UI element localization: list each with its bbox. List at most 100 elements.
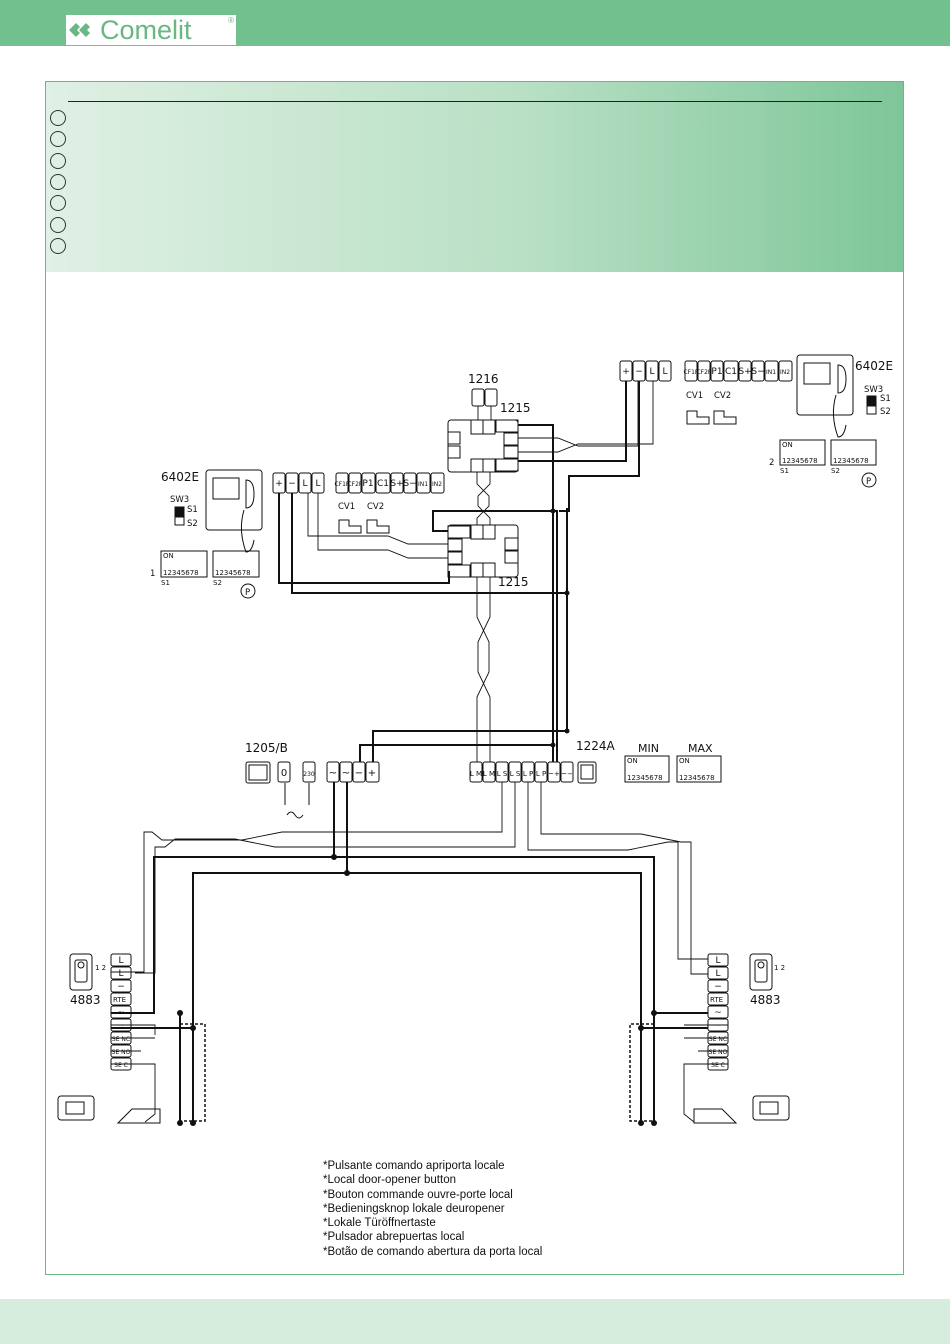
label-6402e-right: 6402E bbox=[855, 359, 893, 373]
terminal-label: SE C bbox=[114, 1062, 128, 1069]
terminal-label: L P bbox=[536, 770, 546, 778]
push-button-4883-right-icon bbox=[749, 953, 773, 991]
label-p-right: P bbox=[866, 477, 871, 487]
label-dip-index-2: 2 bbox=[769, 458, 774, 468]
dip-min bbox=[624, 755, 670, 783]
terminal-label: CF2P bbox=[696, 369, 711, 376]
label-sw3-left: SW3 bbox=[170, 495, 189, 505]
dip-switch-left-s2 bbox=[212, 550, 260, 578]
door-lock-right-icon bbox=[752, 1095, 790, 1121]
local-button-left-dashed bbox=[180, 1023, 206, 1122]
label-1216: 1216 bbox=[468, 372, 499, 386]
terminal-label: L bbox=[315, 479, 320, 489]
terminal-label: 0 bbox=[281, 768, 287, 779]
language-marker-3 bbox=[50, 153, 66, 169]
terminal-label: S− bbox=[751, 367, 764, 377]
monitor-right-terminal-strip bbox=[619, 360, 793, 382]
note-line: *Bouton commande ouvre-porte local bbox=[323, 1188, 513, 1201]
label-min: MIN bbox=[638, 742, 659, 755]
terminal-label: − bbox=[117, 982, 125, 992]
speaker-unit-left-icon bbox=[116, 1108, 161, 1124]
terminal-label: L bbox=[302, 479, 307, 489]
note-line: *Local door-opener button bbox=[323, 1174, 456, 1187]
label-s1-left: S1 bbox=[187, 505, 198, 515]
comelit-mark-icon bbox=[69, 23, 90, 37]
label-s2-left: S2 bbox=[187, 519, 198, 529]
label-dip-numbers-max: 12345678 bbox=[679, 774, 715, 782]
content-frame bbox=[45, 81, 904, 1275]
dip-switch-left-s1 bbox=[160, 550, 208, 578]
label-dip-numbers-left-s1: 12345678 bbox=[163, 569, 199, 577]
terminal-label: + bbox=[368, 768, 376, 779]
label-1215-middle: 1215 bbox=[498, 575, 529, 589]
label-dip-numbers-min: 12345678 bbox=[627, 774, 663, 782]
label-1205b: 1205/B bbox=[245, 741, 288, 755]
dip-max bbox=[676, 755, 722, 783]
note-line: *Pulsante comando apriporta locale bbox=[323, 1160, 505, 1172]
comelit-logo: Comelit ® bbox=[66, 15, 236, 45]
terminal-label: IN1 bbox=[418, 481, 428, 488]
terminal-label: S+ bbox=[738, 367, 751, 377]
label-cv2-right: CV2 bbox=[714, 391, 731, 401]
terminal-label: ~ bbox=[714, 1021, 722, 1031]
terminal-label: S+ bbox=[390, 479, 403, 489]
terminal-label: SE NO bbox=[709, 1049, 728, 1056]
sw3-switch-right bbox=[866, 395, 877, 415]
label-s2-right: S2 bbox=[880, 407, 891, 417]
terminal-label: L M bbox=[470, 770, 482, 778]
label-dip-numbers-left-s2: 12345678 bbox=[215, 569, 251, 577]
terminal-label: L bbox=[118, 969, 123, 979]
push-button-4883-left-icon bbox=[69, 953, 93, 991]
dip-switch-right-s2 bbox=[830, 439, 877, 466]
label-p-left: P bbox=[245, 588, 250, 598]
header-rule bbox=[68, 101, 882, 102]
terminal-label: ~ bbox=[117, 1008, 125, 1018]
label-cv1-right: CV1 bbox=[686, 391, 703, 401]
label-on-left-s1: ON bbox=[163, 552, 174, 560]
terminal-label: L S bbox=[497, 770, 508, 778]
terminal-label: L bbox=[649, 367, 654, 377]
brand-name: Comelit bbox=[100, 15, 192, 45]
label-s2-dip-right: S2 bbox=[831, 467, 840, 475]
p-button-right bbox=[861, 472, 877, 488]
label-4883-left: 4883 bbox=[70, 993, 101, 1007]
terminal-label: CF2P bbox=[347, 481, 362, 488]
language-marker-5 bbox=[50, 195, 66, 211]
label-dip-index-1: 1 bbox=[150, 569, 155, 579]
terminal-label: P1 bbox=[711, 367, 722, 377]
terminal-label: ~ bbox=[342, 768, 350, 779]
label-sw3-right: SW3 bbox=[864, 385, 883, 395]
thick-wiring bbox=[111, 381, 708, 1123]
terminal-label: L M bbox=[483, 770, 495, 778]
label-on-min: ON bbox=[627, 757, 638, 765]
terminal-label: + bbox=[622, 367, 630, 377]
terminal-label: IN1 bbox=[766, 369, 776, 376]
label-6402e-left: 6402E bbox=[161, 470, 199, 484]
registered-mark: ® bbox=[228, 16, 234, 25]
terminal-label: L bbox=[715, 956, 720, 966]
terminal-label: L bbox=[662, 367, 667, 377]
cv-contacts-right bbox=[686, 410, 737, 425]
terminal-label: SE NC bbox=[112, 1036, 130, 1043]
terminal-label: − bbox=[714, 982, 722, 992]
language-marker-6 bbox=[50, 217, 66, 233]
label-rte-left: RTE bbox=[113, 996, 126, 1004]
terminal-label: ~ bbox=[329, 768, 337, 779]
note-line: *Bedieningsknop lokale deuropener bbox=[323, 1202, 505, 1215]
label-1224a: 1224A bbox=[576, 739, 616, 753]
dip-switch-right-s1 bbox=[779, 439, 826, 466]
terminal-label: − bbox=[288, 479, 296, 489]
note-line: *Pulsador abrepuertas local bbox=[323, 1231, 465, 1244]
terminal-label: − bbox=[355, 768, 363, 779]
local-door-opener-notes: *Pulsante comando apriporta locale *Loca… bbox=[323, 1159, 542, 1259]
terminal-label: S− bbox=[403, 479, 416, 489]
label-push-index-right: 1 2 bbox=[774, 964, 785, 972]
label-push-index-left: 1 2 bbox=[95, 964, 106, 972]
note-line: *Lokale Türöffnertaste bbox=[323, 1217, 436, 1230]
label-on-max: ON bbox=[679, 757, 690, 765]
terminal-label: ~ bbox=[714, 1008, 722, 1018]
terminal-label: IN2 bbox=[780, 369, 790, 376]
terminal-label: L P bbox=[523, 770, 533, 778]
terminal-label: C1 bbox=[725, 367, 737, 377]
